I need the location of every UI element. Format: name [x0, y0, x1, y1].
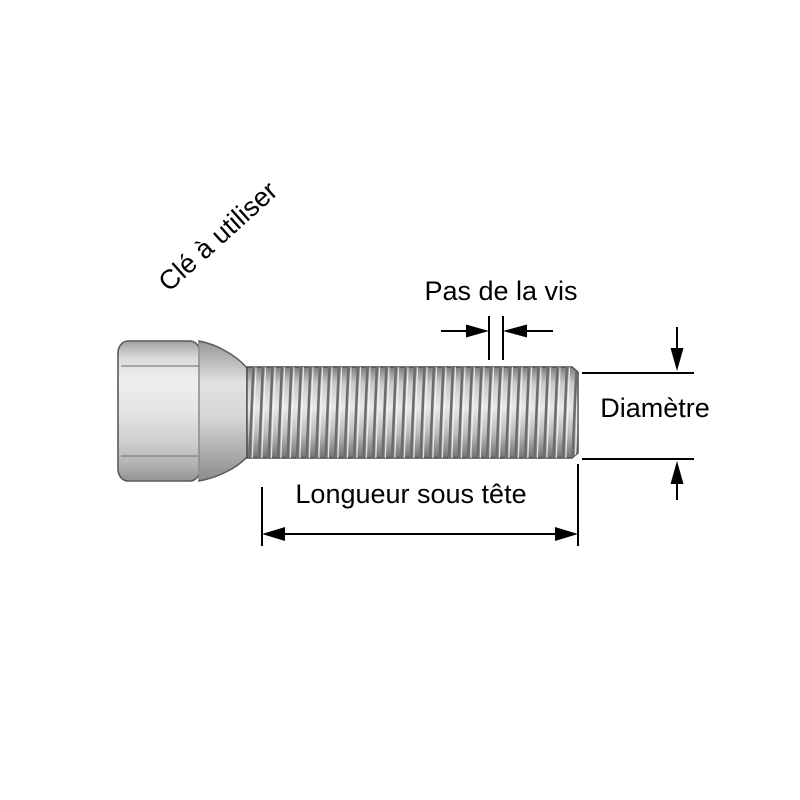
thread-pitch-label: Pas de la vis	[424, 276, 577, 306]
dimension-annotations	[261, 316, 694, 546]
pitch-arrow-left-head	[466, 324, 489, 338]
length-arrow-right-head	[555, 527, 578, 541]
length-dimension	[261, 464, 579, 546]
diameter-arrow-bottom-head	[670, 461, 684, 484]
bolt-cone-seat	[198, 340, 248, 482]
bolt-hex-head	[117, 340, 201, 482]
pitch-dimension	[441, 316, 553, 360]
thread-pattern	[247, 367, 578, 458]
diameter-dimension	[582, 327, 694, 500]
diameter-label: Diamètre	[600, 393, 710, 423]
diameter-arrow-top-head	[670, 348, 684, 371]
length-arrow-left-head	[262, 527, 285, 541]
length-under-head-label: Longueur sous tête	[295, 479, 526, 509]
pitch-arrow-right-head	[503, 324, 527, 338]
wrench-size-label: Clé à utiliser	[153, 175, 283, 297]
bolt-illustration	[117, 340, 579, 482]
